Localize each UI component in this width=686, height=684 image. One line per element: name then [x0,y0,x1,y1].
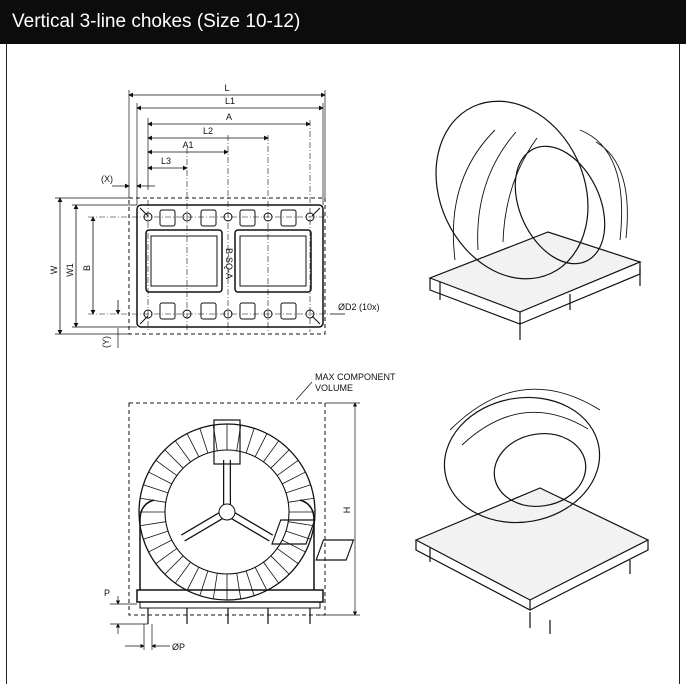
svg-text:L2: L2 [203,126,213,136]
svg-text:H: H [342,507,352,514]
winding-turn [140,521,166,527]
winding-turn [270,449,290,469]
isometric-view-top [428,100,642,340]
winding-turn [212,573,218,599]
side-view-labels: MAX COMPONENT VOLUME H P ØP [104,372,396,652]
winding-turn [263,440,280,463]
winding-turn [148,471,172,485]
svg-text:L1: L1 [225,96,235,106]
isometric-view-bottom [271,388,650,634]
svg-text:B-SQ-A: B-SQ-A [224,248,234,279]
svg-text:MAX COMPONENT: MAX COMPONENT [315,372,396,382]
winding-turn [245,428,255,454]
svg-text:P: P [104,588,110,598]
winding-turn [276,459,299,476]
svg-text:L: L [224,83,229,93]
svg-text:W1: W1 [65,263,75,277]
winding-turn [143,530,169,540]
svg-text:B: B [82,265,92,271]
top-pin-row [143,209,315,227]
winding-turn [282,539,306,553]
winding-turn [164,449,184,469]
winding-turn [285,484,311,494]
header-bar: Vertical 3-line chokes (Size 10-12) [0,0,686,44]
winding-turn [285,530,311,540]
svg-text:A1: A1 [182,140,193,150]
page-title: Vertical 3-line chokes (Size 10-12) [12,11,301,32]
side-view-drawing [110,381,360,650]
winding-turn [186,433,200,457]
winding-turn [276,548,299,565]
content-frame [6,44,680,684]
svg-text:(Y): (Y) [101,336,111,348]
svg-text:ØP: ØP [172,642,185,652]
winding-turn [199,428,209,454]
max-outline-top [128,197,326,335]
winding-turn [245,570,255,596]
svg-text:L3: L3 [161,156,171,166]
winding-turn [148,539,172,553]
svg-text:(X): (X) [101,174,113,184]
winding-turn [236,573,242,599]
winding-turn [143,484,169,494]
svg-text:VOLUME: VOLUME [315,383,353,393]
winding-turn [254,433,268,457]
winding-turn [199,570,209,596]
winding-turn [174,440,191,463]
winding-turn [186,567,200,591]
winding-turn [263,561,280,584]
base-plate-top [136,204,324,328]
svg-text:A: A [226,112,232,122]
top-view-labels: L L1 A L2 A1 L3 (X) W W1 B (Y) ØD2 (10x)… [49,83,380,348]
svg-text:ØD2 (10x): ØD2 (10x) [338,302,380,312]
max-outline-side [128,402,326,616]
top-view-drawing [55,90,345,348]
winding-turn [254,567,268,591]
winding-turn [155,459,178,476]
svg-text:W: W [49,265,59,274]
winding-turn [270,555,290,575]
winding-turn [164,555,184,575]
winding-turn [155,548,178,565]
winding-turn [174,561,191,584]
winding-turn [288,521,314,527]
bottom-pin-row [143,302,315,320]
winding-turn [282,471,306,485]
